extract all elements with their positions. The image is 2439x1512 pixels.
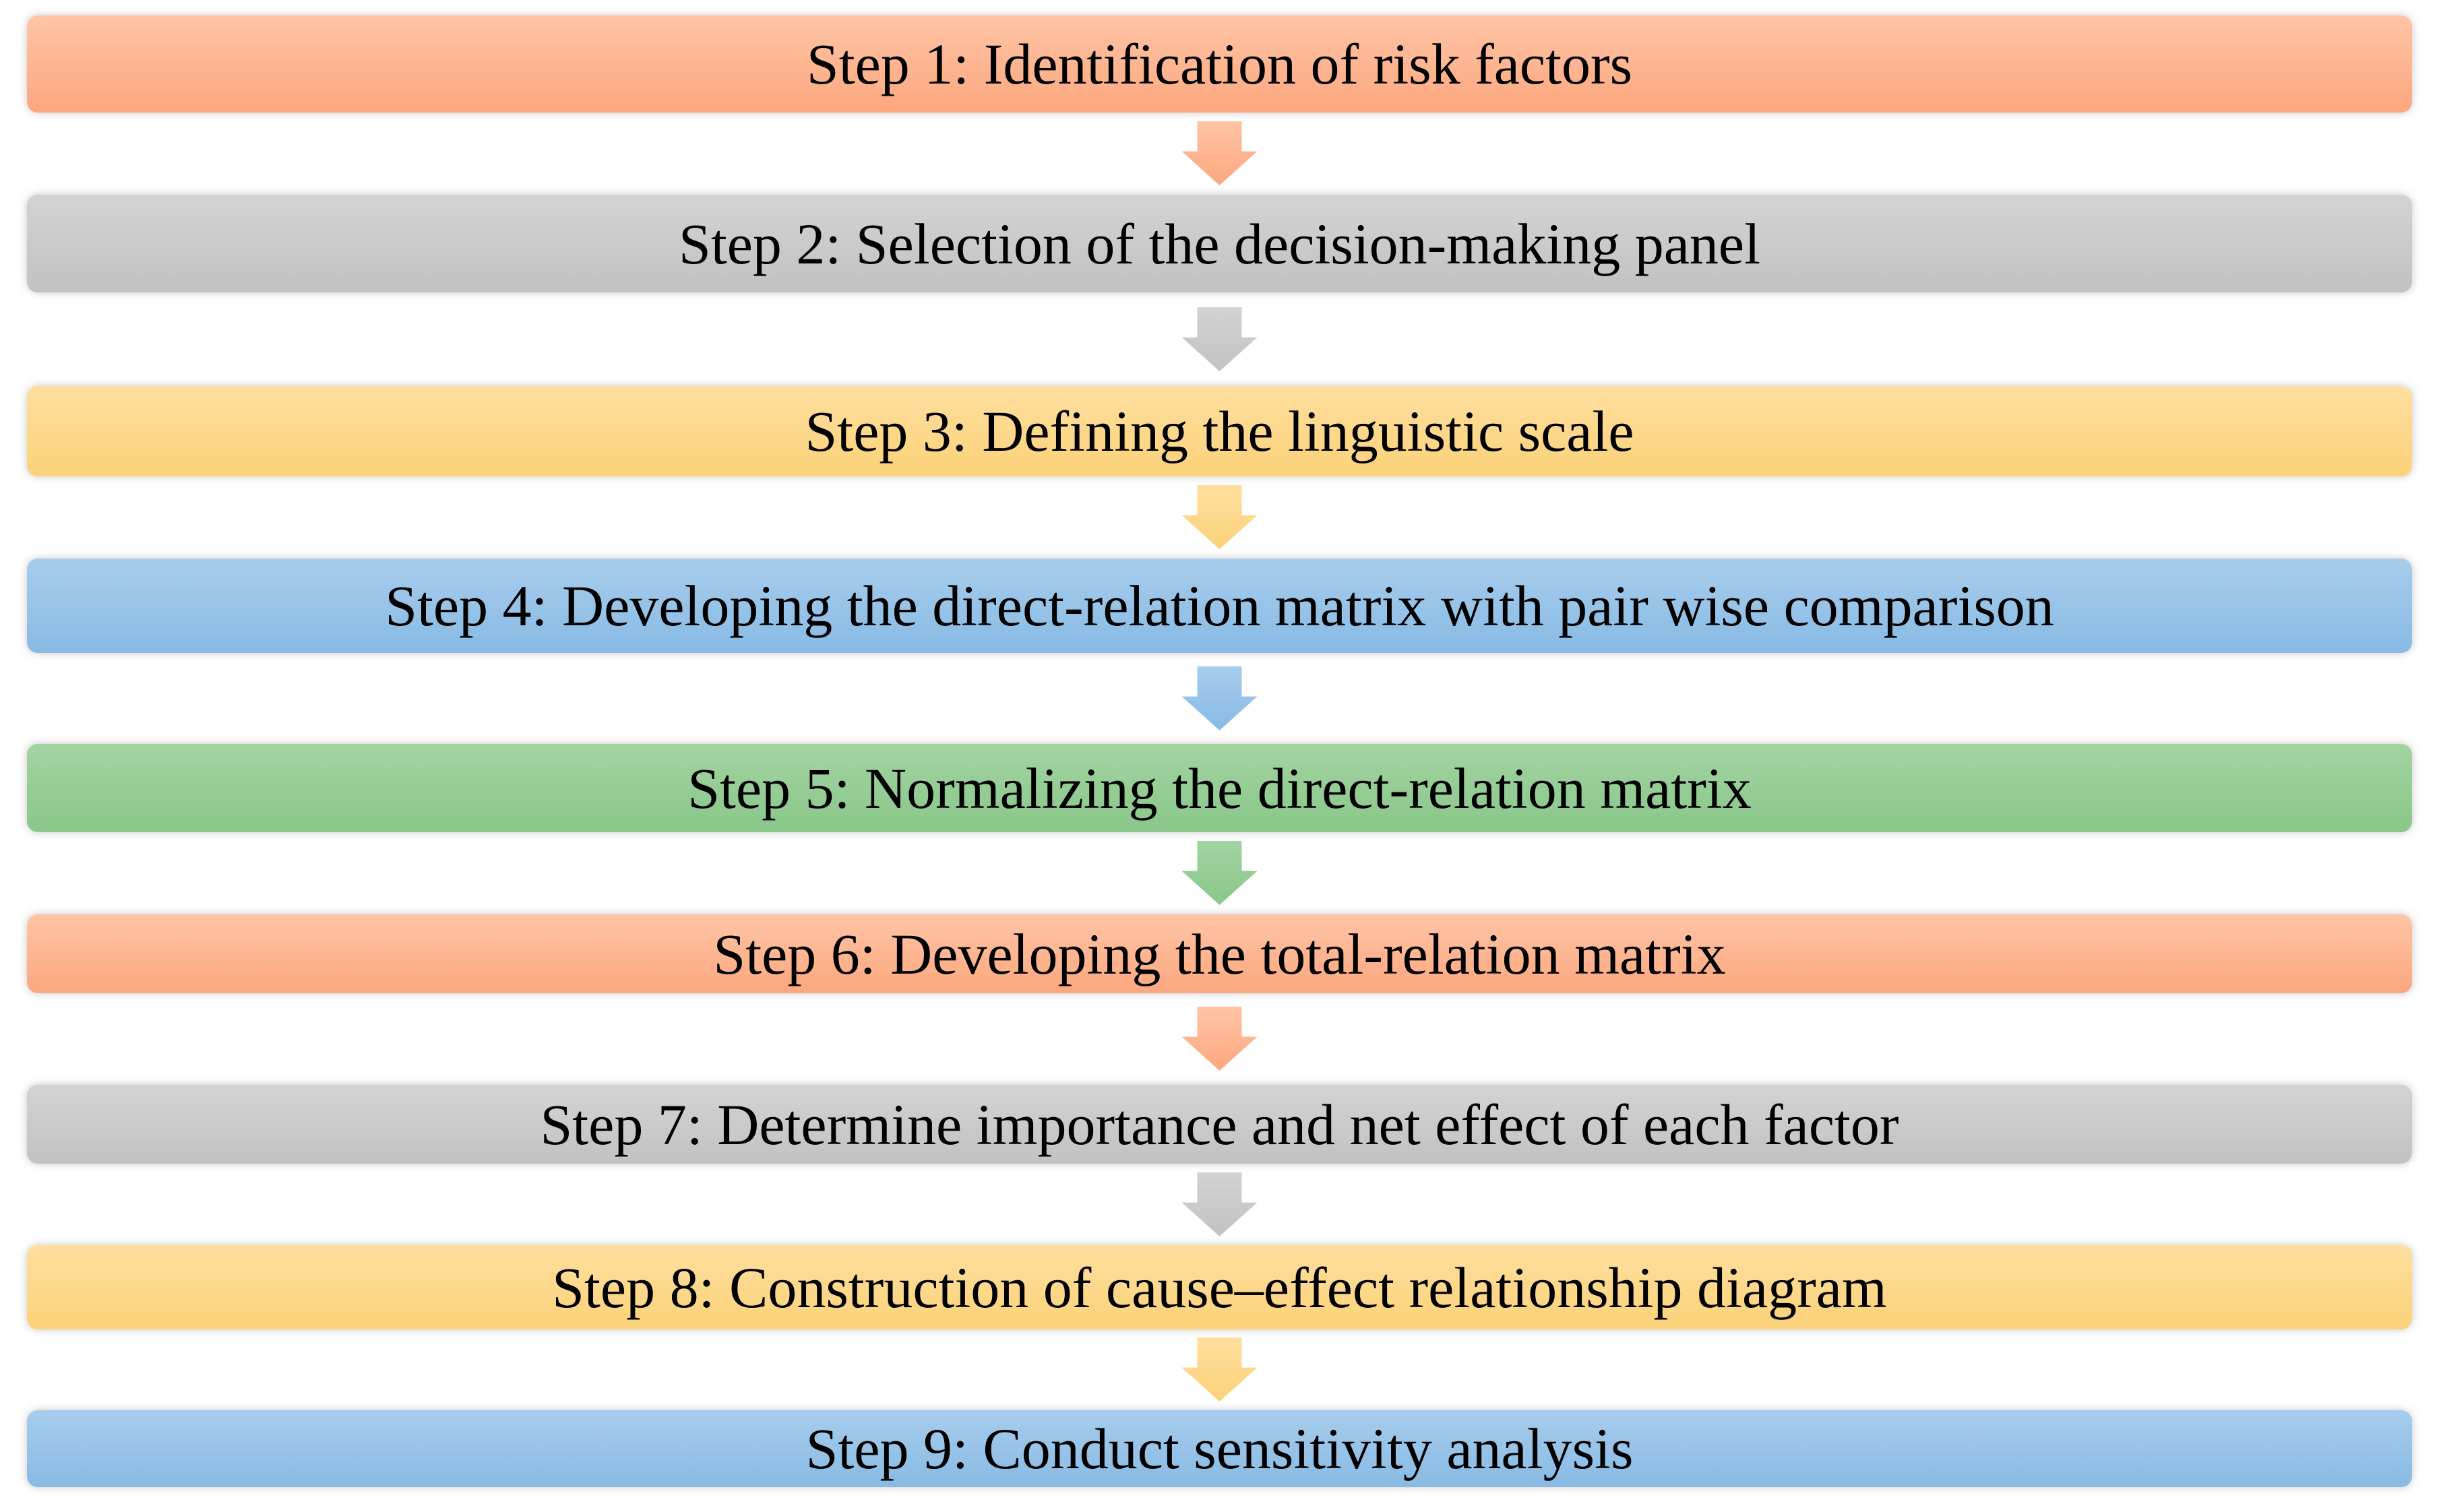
- down-arrow-icon: [1181, 485, 1258, 549]
- step-3-box: Step 3: Defining the linguistic scale: [27, 386, 2412, 476]
- down-arrow-icon: [1181, 121, 1258, 185]
- down-arrow-icon: [1181, 841, 1258, 905]
- step-4-box: Step 4: Developing the direct-relation m…: [27, 559, 2412, 653]
- down-arrow-icon: [1181, 1337, 1258, 1401]
- step-1-box: Step 1: Identification of risk factors: [27, 15, 2412, 113]
- step-8-box: Step 8: Construction of cause–effect rel…: [27, 1245, 2412, 1329]
- step-5-label: Step 5: Normalizing the direct-relation …: [687, 755, 1752, 821]
- down-arrow-icon: [1181, 1172, 1258, 1236]
- down-arrow-icon: [1181, 1007, 1258, 1071]
- step-2-box: Step 2: Selection of the decision-making…: [27, 195, 2412, 292]
- step-7-box: Step 7: Determine importance and net eff…: [27, 1085, 2412, 1164]
- down-arrow-icon: [1181, 666, 1258, 730]
- step-5-box: Step 5: Normalizing the direct-relation …: [27, 744, 2412, 832]
- step-8-label: Step 8: Construction of cause–effect rel…: [552, 1255, 1887, 1320]
- step-1-label: Step 1: Identification of risk factors: [806, 32, 1633, 96]
- step-6-label: Step 6: Developing the total-relation ma…: [713, 921, 1726, 986]
- step-4-label: Step 4: Developing the direct-relation m…: [385, 573, 2054, 638]
- step-3-label: Step 3: Defining the linguistic scale: [805, 399, 1634, 464]
- step-7-label: Step 7: Determine importance and net eff…: [540, 1092, 1899, 1157]
- step-9-label: Step 9: Conduct sensitivity analysis: [805, 1416, 1634, 1481]
- down-arrow-icon: [1181, 307, 1258, 371]
- step-9-box: Step 9: Conduct sensitivity analysis: [27, 1410, 2412, 1487]
- step-2-label: Step 2: Selection of the decision-making…: [679, 211, 1760, 276]
- step-6-box: Step 6: Developing the total-relation ma…: [27, 914, 2412, 993]
